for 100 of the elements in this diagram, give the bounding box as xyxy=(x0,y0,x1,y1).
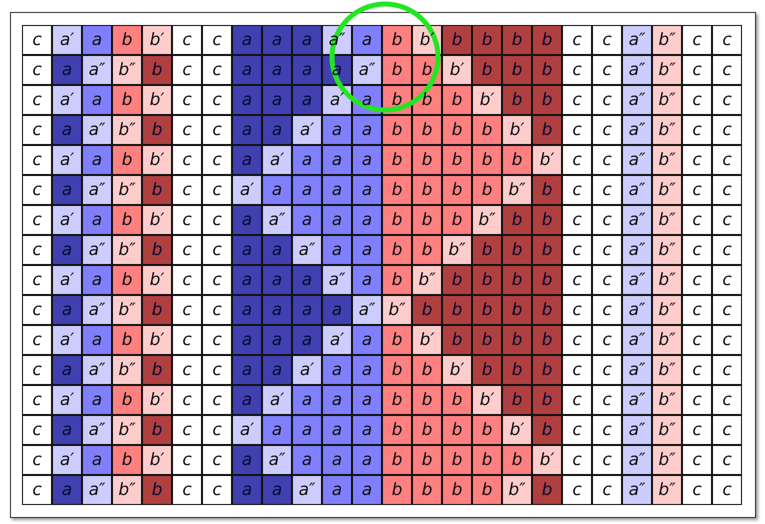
grid-cell: b xyxy=(112,445,142,475)
grid-cell: a xyxy=(52,475,82,505)
grid-cell: b xyxy=(502,445,532,475)
grid-cell: c xyxy=(202,265,232,295)
grid-cell: a″ xyxy=(82,415,112,445)
grid-cell: c xyxy=(22,325,52,355)
grid-cell: a′ xyxy=(262,385,292,415)
grid-cell: c xyxy=(682,265,712,295)
grid-cell: c xyxy=(22,385,52,415)
grid-cell: b xyxy=(142,235,172,265)
grid-cell: c xyxy=(712,235,742,265)
grid-cell: a″ xyxy=(622,205,652,235)
grid-cell: b xyxy=(472,445,502,475)
grid-cell: b xyxy=(502,205,532,235)
grid-cell: b″ xyxy=(112,475,142,505)
grid-cell: a′ xyxy=(52,85,82,115)
grid-cell: c xyxy=(592,475,622,505)
grid-cell: a″ xyxy=(262,445,292,475)
grid-cell: b xyxy=(382,355,412,385)
grid-cell: b xyxy=(412,295,442,325)
grid-cell: a″ xyxy=(622,445,652,475)
grid-cell: a xyxy=(232,145,262,175)
grid-cell: c xyxy=(172,265,202,295)
grid-cell: b xyxy=(412,385,442,415)
grid-cell: b″ xyxy=(412,265,442,295)
grid-cell: a xyxy=(232,355,262,385)
grid-cell: b″ xyxy=(442,235,472,265)
grid-cell: c xyxy=(592,385,622,415)
grid-cell: b″ xyxy=(112,55,142,85)
grid-cell: a xyxy=(52,55,82,85)
grid-cell: b xyxy=(412,475,442,505)
grid-cell: b xyxy=(472,235,502,265)
grid-cell: b″ xyxy=(652,115,682,145)
grid-cell: c xyxy=(712,385,742,415)
grid-cell: a xyxy=(262,175,292,205)
grid-cell: c xyxy=(202,325,232,355)
grid-cell: b xyxy=(442,205,472,235)
grid-cell: b xyxy=(382,475,412,505)
grid-cell: b xyxy=(142,475,172,505)
grid-cell: c xyxy=(592,235,622,265)
grid-cell: b xyxy=(532,235,562,265)
grid-cell: c xyxy=(562,355,592,385)
grid-cell: a xyxy=(82,385,112,415)
grid-cell: a′ xyxy=(52,145,82,175)
grid-cell: a″ xyxy=(322,265,352,295)
grid-cell: b xyxy=(532,205,562,235)
grid-cell: a″ xyxy=(622,85,652,115)
grid-cell: b xyxy=(442,265,472,295)
grid-cell: b′ xyxy=(142,385,172,415)
grid-cell: b xyxy=(442,325,472,355)
grid-cell: c xyxy=(22,295,52,325)
grid-cell: a″ xyxy=(622,25,652,55)
grid-cell: a xyxy=(262,55,292,85)
grid-cell: a″ xyxy=(622,475,652,505)
grid-cell: a″ xyxy=(292,475,322,505)
grid-cell: b″ xyxy=(112,415,142,445)
grid-cell: a xyxy=(292,325,322,355)
grid-cell: a″ xyxy=(82,475,112,505)
grid-cell: a xyxy=(232,55,262,85)
grid-cell: a xyxy=(292,385,322,415)
grid-cell: b xyxy=(532,265,562,295)
grid-cell: c xyxy=(562,25,592,55)
grid-cell: a xyxy=(52,355,82,385)
grid-cell: a′ xyxy=(232,415,262,445)
grid-cell: c xyxy=(562,385,592,415)
grid-cell: a xyxy=(292,145,322,175)
grid-cell: a xyxy=(322,415,352,445)
grid-cell: a xyxy=(82,205,112,235)
grid-cell: b xyxy=(502,355,532,385)
grid-cell: a xyxy=(292,55,322,85)
grid-cell: a xyxy=(352,205,382,235)
grid-cell: b′ xyxy=(142,445,172,475)
grid-cell: b xyxy=(502,55,532,85)
grid-cell: c xyxy=(172,475,202,505)
grid-cell: a xyxy=(352,325,382,355)
grid-cell: c xyxy=(592,175,622,205)
grid-cell: b″ xyxy=(652,145,682,175)
grid-cell: b′ xyxy=(502,415,532,445)
grid-cell: c xyxy=(592,205,622,235)
grid-cell: a xyxy=(232,325,262,355)
grid-cell: b″ xyxy=(652,445,682,475)
grid-cell: c xyxy=(562,205,592,235)
grid-cell: b xyxy=(142,295,172,325)
grid-cell: a xyxy=(232,475,262,505)
grid-cell: b″ xyxy=(502,475,532,505)
grid-cell: b xyxy=(382,175,412,205)
grid-cell: a xyxy=(352,475,382,505)
grid-cell: c xyxy=(562,415,592,445)
grid-cell: a″ xyxy=(82,175,112,205)
grid-cell: b xyxy=(532,325,562,355)
grid-cell: c xyxy=(562,85,592,115)
grid-cell: b xyxy=(472,475,502,505)
grid-cell: c xyxy=(172,115,202,145)
grid-cell: c xyxy=(202,205,232,235)
grid-cell: c xyxy=(202,145,232,175)
grid-cell: b″ xyxy=(652,235,682,265)
grid-cell: b′ xyxy=(472,85,502,115)
grid-cell: a′ xyxy=(52,25,82,55)
grid-cell: b xyxy=(532,295,562,325)
grid-cell: b xyxy=(442,475,472,505)
